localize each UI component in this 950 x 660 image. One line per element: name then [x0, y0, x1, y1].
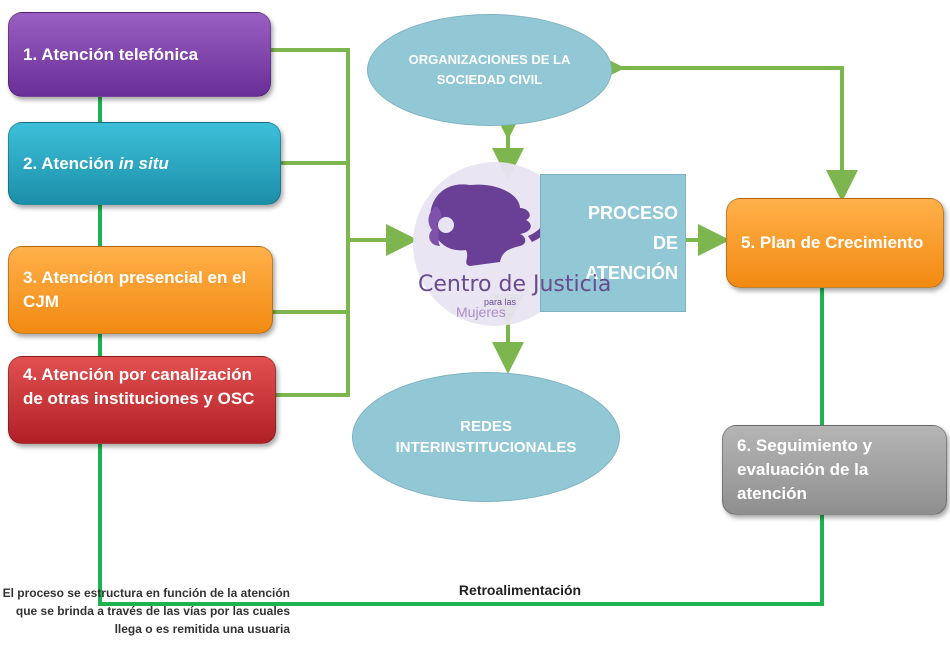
box-growth-plan-label: 5. Plan de Crecimiento [741, 233, 924, 252]
process-line-3: ATENCIÓN [585, 263, 678, 283]
collector-lines [271, 48, 858, 397]
process-label: PROCESO DE ATENCIÓN [548, 198, 678, 288]
logo-subtitle: para las [484, 297, 517, 307]
networks-label: REDES INTERINSTITUCIONALES [395, 418, 577, 456]
process-line-1: PROCESO [587, 203, 678, 223]
box-follow-up-label: 6. Seguimiento y evaluación de la atenci… [737, 436, 873, 503]
box-referral-attention: 4. Atención por canalización de otras in… [8, 356, 276, 444]
process-note: El proceso se estructura en función de l… [2, 586, 290, 636]
civil-society-ellipse: ORGANIZACIONES DE LA SOCIEDAD CIVIL [367, 14, 612, 126]
box-in-situ-italic: in situ [118, 153, 169, 173]
box-in-situ-attention: 2. Atención in situ [8, 122, 281, 205]
process-line-2: DE [652, 233, 678, 253]
process-box [540, 174, 686, 312]
civil-society-label: ORGANIZACIONES DE LA SOCIEDAD CIVIL [408, 52, 571, 87]
box-in-person-label: 3. Atención presencial en el CJM [23, 268, 247, 311]
feedback-loop-line [98, 97, 824, 606]
box-growth-plan: 5. Plan de Crecimiento [726, 198, 944, 288]
feedback-label: Retroalimentación [458, 582, 582, 598]
logo-title: Centro de Justicia [418, 272, 612, 297]
logo-subtitle-2: Mujeres [456, 304, 506, 320]
box-in-situ-label: 2. Atención in situ [23, 152, 169, 176]
box-in-situ-prefix: 2. Atención [23, 153, 119, 173]
box-in-person-attention: 3. Atención presencial en el CJM [8, 246, 273, 334]
box-phone-attention: 1. Atención telefónica [8, 12, 271, 97]
box-follow-up: 6. Seguimiento y evaluación de la atenci… [722, 425, 947, 515]
box-phone-label: 1. Atención telefónica [23, 44, 199, 64]
interinstitutional-networks-ellipse: REDES INTERINSTITUCIONALES [352, 372, 620, 502]
box-referral-label: 4. Atención por canalización de otras in… [23, 365, 255, 408]
